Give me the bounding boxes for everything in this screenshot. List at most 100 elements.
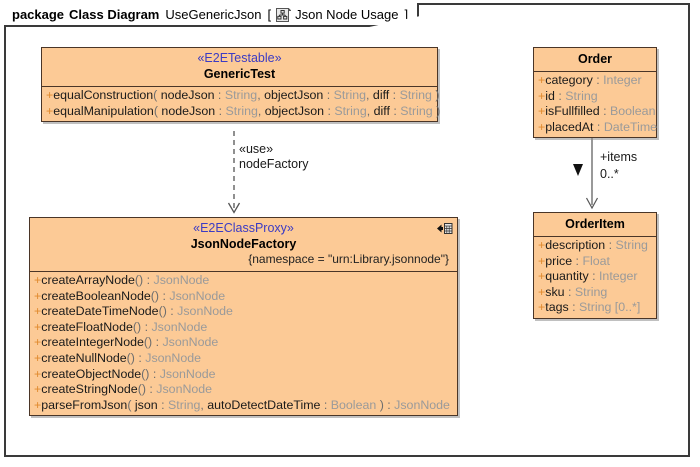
attribute-name: description	[545, 238, 606, 252]
attribute-name: placedAt	[545, 119, 594, 134]
operation-visibility: +	[34, 319, 42, 334]
attribute-row[interactable]: +placedAt : DateTime	[538, 119, 658, 134]
operation-row[interactable]: +createNullNode() : JsonNode	[34, 350, 202, 365]
param-type: String	[400, 103, 433, 118]
class-proxy-icon[interactable]	[435, 222, 453, 235]
attribute-visibility: +	[538, 300, 546, 315]
operation-signature: ()	[158, 304, 167, 319]
operations-compartment: +equalConstruction( nodeJson : String, o…	[42, 86, 441, 121]
operation-return-type: JsonNode	[162, 335, 219, 350]
operation-row[interactable]: +createStringNode() : JsonNode	[34, 382, 213, 397]
param-name: diff	[372, 88, 390, 102]
class-order-item[interactable]: OrderItem +description : String +price :…	[533, 212, 657, 319]
operation-row[interactable]: +equalManipulation( nodeJson : String, o…	[46, 103, 441, 118]
attribute-type: Integer	[598, 269, 638, 284]
param-type: String	[399, 88, 432, 102]
param-name: autoDetectDateTime	[207, 397, 321, 412]
attribute-type: String [0..*]	[579, 300, 641, 315]
frame-bracket-close: ]	[404, 6, 409, 22]
operation-signature: ()	[137, 382, 146, 397]
attribute-row[interactable]: +category : Integer	[538, 73, 642, 87]
operation-name: parseFromJson	[41, 397, 128, 412]
operation-visibility: +	[34, 304, 42, 319]
attribute-row[interactable]: +tags : String [0..*]	[538, 300, 641, 315]
operations-compartment: +createArrayNode() : JsonNode +createBoo…	[30, 271, 457, 415]
operation-name: equalManipulation	[53, 103, 154, 118]
operation-row[interactable]: +equalConstruction( nodeJson : String, o…	[46, 88, 440, 102]
class-tagged-values: {namespace = "urn:Library.jsonnode"}	[248, 252, 449, 266]
class-order[interactable]: Order +category : Integer +id : String +…	[533, 47, 658, 139]
operation-row[interactable]: +parseFromJson( json : String, autoDetec…	[34, 397, 450, 412]
operation-row[interactable]: +createFloatNode() : JsonNode	[34, 319, 208, 334]
param-name: diff	[373, 103, 390, 118]
operation-return-type: JsonNode	[159, 366, 216, 381]
frame-view-name: Json Node Usage	[295, 6, 399, 22]
operation-visibility: +	[34, 382, 42, 397]
param-name: nodeJson	[160, 88, 215, 102]
param-type: String	[225, 103, 258, 118]
attribute-visibility: +	[538, 104, 546, 119]
attribute-name: category	[545, 73, 593, 87]
operation-name: createArrayNode	[41, 273, 135, 287]
attribute-type: Float	[582, 253, 610, 268]
class-stereotype: «E2EClassProxy»	[193, 221, 294, 235]
operation-signature: ()	[150, 288, 160, 303]
operation-visibility: +	[34, 273, 42, 287]
operation-row[interactable]: +createObjectNode() : JsonNode	[34, 366, 216, 381]
class-generic-test[interactable]: «E2ETestable» GenericTest +equalConstruc…	[41, 47, 441, 123]
class-diagram-icon	[276, 6, 292, 23]
attribute-type: Integer	[603, 73, 642, 87]
attribute-row[interactable]: +price : Float	[538, 253, 610, 268]
class-header: «E2EClassProxy» JsonNodeFactory {namespa…	[30, 218, 457, 271]
class-header: «E2ETestable» GenericTest	[42, 48, 437, 86]
attribute-row[interactable]: +quantity : Integer	[538, 269, 638, 284]
operation-visibility: +	[46, 103, 54, 118]
attribute-visibility: +	[538, 284, 546, 299]
attributes-compartment: +category : Integer +id : String +isFull…	[534, 71, 658, 137]
attribute-name: id	[545, 88, 555, 103]
operation-row[interactable]: +createBooleanNode() : JsonNode	[34, 288, 226, 303]
attribute-type: String	[565, 88, 598, 103]
operation-signature: ()	[134, 273, 144, 287]
attribute-visibility: +	[538, 73, 546, 87]
operation-return-type: JsonNode	[394, 397, 450, 412]
frame-bracket-open: [	[267, 6, 272, 22]
operation-return-type: JsonNode	[156, 382, 213, 397]
operation-signature: ()	[141, 366, 150, 381]
param-type: String	[333, 88, 367, 102]
class-stereotype: «E2ETestable»	[197, 51, 282, 65]
attribute-row[interactable]: +sku : String	[538, 284, 608, 299]
attribute-row[interactable]: +description : String	[538, 238, 648, 252]
class-header: Order	[534, 48, 656, 71]
attribute-name: isFullfilled	[545, 104, 600, 119]
frame-diagram-type: Class Diagram	[69, 6, 160, 22]
operation-signature: ()	[126, 350, 135, 365]
attribute-visibility: +	[538, 119, 546, 134]
operation-name: createObjectNode	[41, 366, 142, 381]
dependency-role-label: nodeFactory	[239, 157, 309, 171]
operation-visibility: +	[34, 335, 42, 350]
operation-row[interactable]: +createDateTimeNode() : JsonNode	[34, 304, 233, 319]
class-name: OrderItem	[565, 217, 625, 231]
attribute-row[interactable]: +id : String	[538, 88, 598, 103]
operation-row[interactable]: +createIntegerNode() : JsonNode	[34, 335, 219, 350]
operation-name: equalConstruction	[53, 88, 154, 102]
operation-row[interactable]: +createArrayNode() : JsonNode	[34, 273, 210, 287]
operation-signature: ()	[132, 319, 142, 334]
class-name: GenericTest	[203, 67, 276, 81]
class-json-node-factory[interactable]: «E2EClassProxy» JsonNodeFactory {namespa…	[29, 217, 458, 417]
operation-return-type: JsonNode	[151, 319, 208, 334]
operation-visibility: +	[34, 350, 42, 365]
attribute-row[interactable]: +isFullfilled : Boolean	[538, 104, 656, 119]
attribute-name: tags	[545, 300, 569, 315]
class-name: JsonNodeFactory	[190, 237, 297, 251]
diagram-frame-header: package Class Diagram UseGenericJson [ J…	[4, 3, 420, 27]
attribute-visibility: +	[538, 253, 546, 268]
operation-name: createNullNode	[41, 350, 127, 365]
attributes-compartment: +description : String +price : Float +qu…	[534, 236, 656, 318]
operation-visibility: +	[34, 397, 42, 412]
operation-visibility: +	[46, 88, 54, 102]
attribute-type: String	[574, 284, 608, 299]
operation-name: createBooleanNode	[41, 288, 151, 303]
attribute-visibility: +	[538, 88, 546, 103]
